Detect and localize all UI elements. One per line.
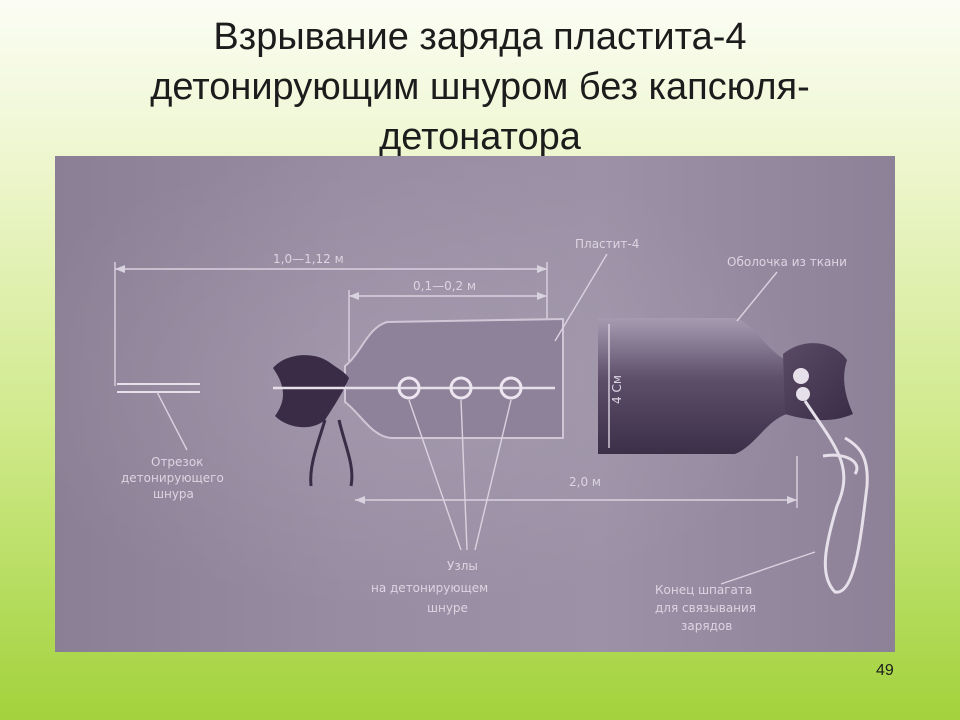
label-knots-line1: Узлы bbox=[447, 559, 478, 573]
title-line-2: детонирующим шнуром без капсюля- bbox=[150, 66, 810, 108]
diagram-drawing: 1,0—1,12 м 0,1—0,2 м Пластит-4 bbox=[114, 237, 869, 633]
leader-twine bbox=[720, 551, 816, 585]
label-twine-line3: зарядов bbox=[681, 619, 732, 633]
leader-shell bbox=[736, 271, 778, 322]
dimension-charge-length bbox=[355, 456, 798, 508]
leader-knot-1 bbox=[408, 399, 462, 551]
title-line-1: Взрывание заряда пластита-4 bbox=[213, 16, 747, 58]
label-segment-line1: Отрезок bbox=[151, 455, 203, 469]
label-length-short: 0,1—0,2 м bbox=[413, 279, 476, 293]
label-length-total: 1,0—1,12 м bbox=[273, 252, 344, 266]
charge-left-cutaway bbox=[273, 317, 564, 487]
charge-right-wrapped bbox=[598, 318, 869, 594]
title-line-3: детонатора bbox=[379, 116, 581, 158]
label-knots-line3: шнуре bbox=[427, 601, 468, 615]
leader-plastite bbox=[554, 253, 608, 342]
label-segment-line3: шнура bbox=[153, 487, 194, 501]
label-knots-line2: на детонирующем bbox=[371, 581, 488, 595]
label-twine-line2: для связывания bbox=[655, 601, 756, 615]
label-diameter: 4 См bbox=[610, 375, 624, 404]
slide-title: Взрывание заряда пластита-4 детонирующим… bbox=[60, 12, 900, 162]
label-length-charge: 2,0 м bbox=[569, 475, 601, 489]
label-shell: Оболочка из ткани bbox=[727, 255, 847, 269]
leader-knot-2 bbox=[460, 399, 468, 551]
page-number: 49 bbox=[876, 662, 894, 679]
leader-cord-segment bbox=[156, 391, 188, 451]
label-twine-line1: Конец шпагата bbox=[655, 583, 752, 597]
label-segment-line2: детонирующего bbox=[121, 471, 224, 485]
cord-segment-end bbox=[117, 383, 200, 393]
leader-knot-3 bbox=[474, 399, 512, 551]
dimension-short-length bbox=[348, 290, 547, 361]
diagram-photo: 1,0—1,12 м 0,1—0,2 м Пластит-4 bbox=[55, 156, 895, 652]
label-plastite: Пластит-4 bbox=[575, 237, 639, 251]
dimension-total-length bbox=[114, 262, 548, 386]
